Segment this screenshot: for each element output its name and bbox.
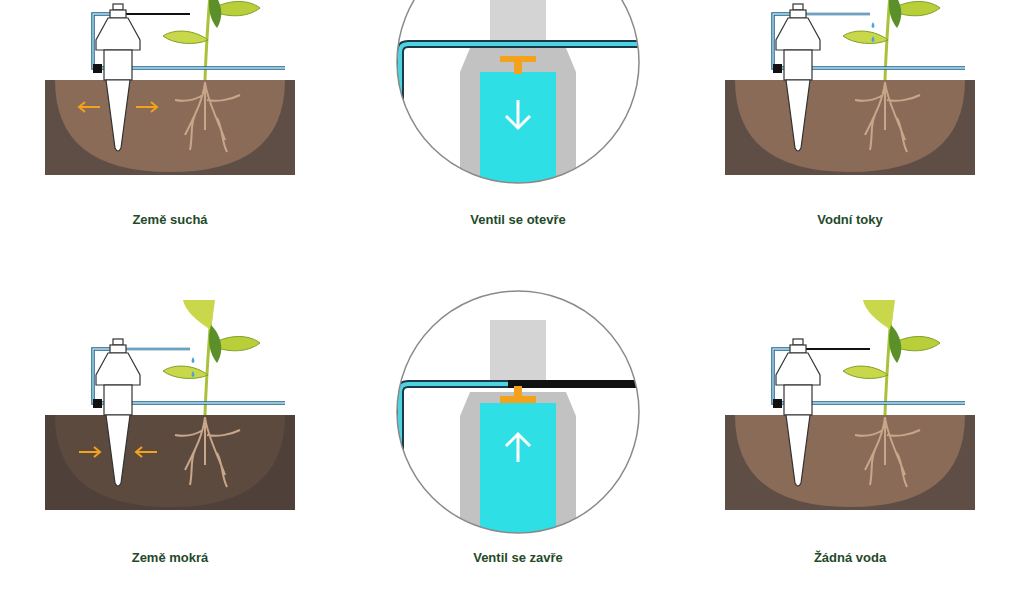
panel-caption: Žádná voda bbox=[814, 550, 886, 565]
panel-caption: Vodní toky bbox=[817, 212, 882, 227]
panel-caption: Ventil se zavře bbox=[473, 550, 563, 565]
panel-caption: Ventil se otevře bbox=[470, 212, 565, 227]
panel-caption: Země suchá bbox=[132, 212, 207, 227]
panel-caption: Země mokrá bbox=[132, 550, 209, 565]
